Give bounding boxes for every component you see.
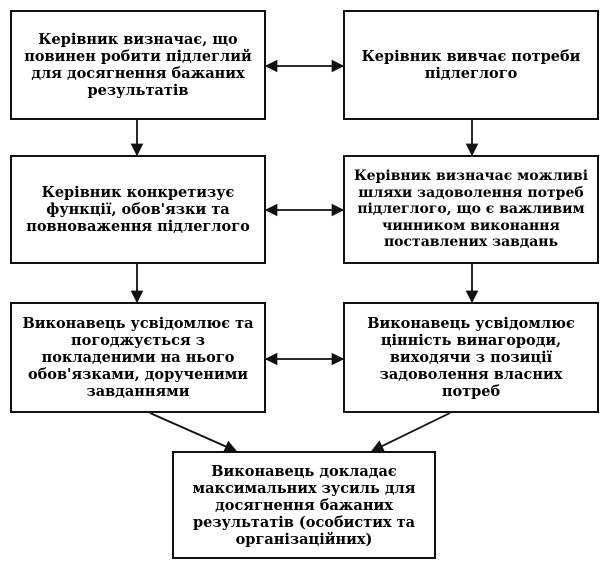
arrow-b5-b7 [149,412,238,453]
box-specify-functions: Керівник конкретизує функції, обов'язки … [10,155,266,264]
box-executor-maximum-effort: Виконавець докладає максимальних зусиль … [172,451,436,559]
box-executor-agrees: Виконавець усвідомлює та погоджується з … [10,302,266,413]
box-define-ways: Керівник визначає можливі шляхи задоволе… [343,155,599,264]
box-executor-values-reward: Виконавець усвідомлює цінність винагород… [343,302,599,413]
arrow-b6-b7 [370,412,451,452]
box-define-tasks: Керівник визначає, що повинен робити під… [10,10,266,120]
box-study-needs: Керівник вивчає потреби підлеглого [343,10,599,120]
